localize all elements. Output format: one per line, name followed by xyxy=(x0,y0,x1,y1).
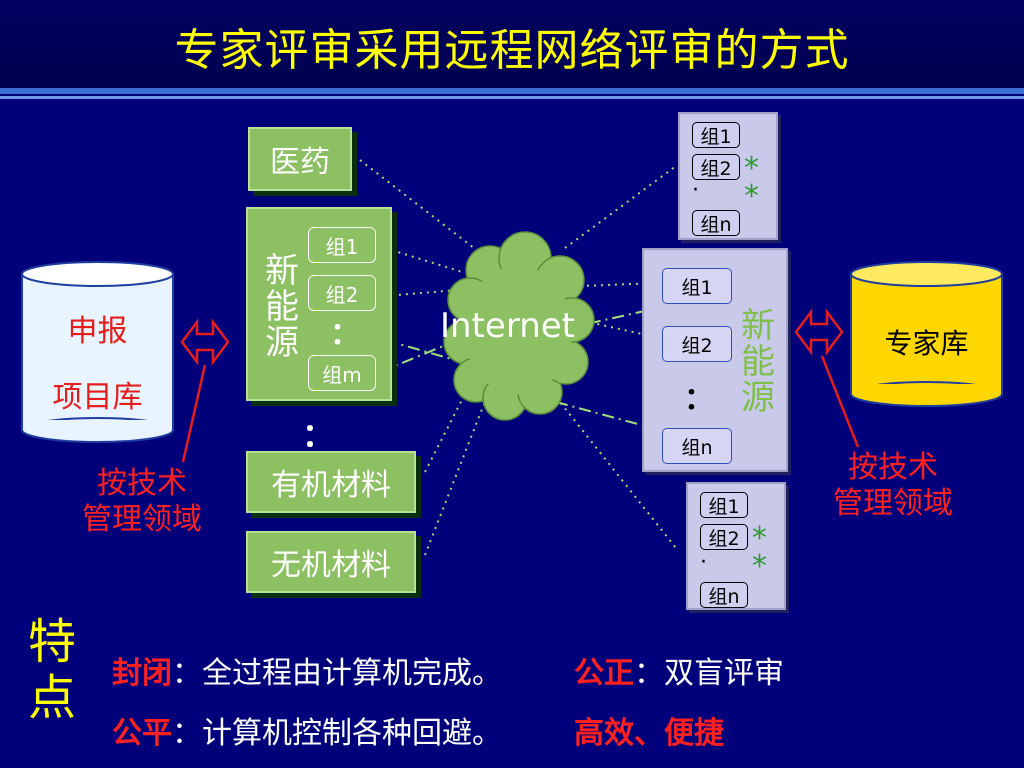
feature-row-1b: 公正：双盲评审 xyxy=(574,648,784,692)
mid-group-ellipsis: ： xyxy=(684,382,714,417)
page-title: 专家评审采用远程网络评审的方式 xyxy=(174,25,850,76)
features-label-c2: 点 xyxy=(28,670,77,726)
title-rule-thin xyxy=(0,96,1024,99)
domain-medicine-label: 医药 xyxy=(270,145,330,180)
ne-group-1: 组1 xyxy=(308,227,376,263)
left-note-line1: 按技术 xyxy=(97,466,187,501)
right-db-label: 专家库 xyxy=(884,327,969,360)
bottom-group-n: 组n xyxy=(700,582,748,608)
top-group-n: 组n xyxy=(692,210,740,236)
left-double-arrow xyxy=(180,318,230,366)
right-note-pointer xyxy=(820,355,860,448)
left-note-pointer xyxy=(181,364,207,463)
bottom-star-2: * xyxy=(752,549,767,584)
right-double-arrow xyxy=(794,308,844,356)
feature-efficient-key: 高效、便捷 xyxy=(574,716,724,751)
ne-group-ellipsis: ： xyxy=(330,317,360,352)
left-db-label: 申报 项目库 xyxy=(22,306,173,416)
link-ne-gm-b xyxy=(379,339,459,373)
mid-vertical-label: 新 能 源 xyxy=(738,308,778,416)
new-energy-c3: 源 xyxy=(265,323,299,363)
domain-organic-label: 有机材料 xyxy=(271,468,391,503)
feature-colon-1: ： xyxy=(172,656,202,691)
mid-c2: 能 xyxy=(741,342,775,382)
bottom-group-2: 组2 xyxy=(700,524,748,550)
mid-group-n: 组n xyxy=(662,428,732,464)
features-label: 特 点 xyxy=(28,614,76,726)
feature-equal-value: 计算机控制各种回避。 xyxy=(202,716,502,751)
bottom-dot: · xyxy=(700,550,707,575)
right-note-line2: 管理领域 xyxy=(833,486,953,521)
top-star-2: * xyxy=(744,179,759,214)
features-label-c1: 特 xyxy=(28,614,77,670)
left-note-line2: 管理领域 xyxy=(82,502,202,537)
feature-row-2: 公平：计算机控制各种回避。 xyxy=(112,708,502,752)
link-bottom-experts xyxy=(551,391,677,549)
ne-group-2: 组2 xyxy=(308,275,376,311)
feature-colon-3: ： xyxy=(172,716,202,751)
domain-medicine: 医药 xyxy=(248,127,352,191)
new-energy-c1: 新 xyxy=(265,251,299,291)
left-db-line2: 项目库 xyxy=(52,380,143,415)
right-note-line1: 按技术 xyxy=(848,450,938,485)
ne-group-m: 组m xyxy=(308,355,376,391)
feature-closed-value: 全过程由计算机完成。 xyxy=(202,656,502,691)
new-energy-c2: 能 xyxy=(265,287,299,327)
mid-c1: 新 xyxy=(741,306,775,346)
link-mid-gn-a xyxy=(541,307,659,335)
link-ne-g2 xyxy=(384,289,459,297)
title-bar xyxy=(0,0,1024,88)
link-ne-g1 xyxy=(384,247,463,273)
domain-list-ellipsis: ： xyxy=(302,416,335,454)
title-rule xyxy=(0,88,1024,94)
new-energy-vertical-label: 新 能 源 xyxy=(262,253,302,361)
top-group-1: 组1 xyxy=(692,122,740,148)
link-organic xyxy=(424,387,469,473)
left-db-line1: 申报 xyxy=(67,314,128,349)
expert-set-bottom: 组1 组2 · 组n * * xyxy=(686,482,786,610)
feature-equal-key: 公平 xyxy=(112,716,172,751)
domain-new-energy: 新 能 源 组1 组2 ： 组m xyxy=(246,207,392,401)
left-note: 按技术 管理领域 xyxy=(62,466,222,538)
domain-organic: 有机材料 xyxy=(246,451,416,513)
link-top-experts xyxy=(564,165,677,249)
feature-fair-value: 双盲评审 xyxy=(664,656,784,691)
feature-row-1: 封闭：全过程由计算机完成。 xyxy=(112,648,502,692)
mid-group-1: 组1 xyxy=(662,268,732,304)
expert-set-top: 组1 组2 · 组n * * xyxy=(678,112,778,240)
top-dot: · xyxy=(692,178,699,203)
domain-inorganic-label: 无机材料 xyxy=(271,548,391,583)
bottom-group-1: 组1 xyxy=(700,492,748,518)
feature-colon-2: ： xyxy=(634,656,664,691)
feature-fair-key: 公正 xyxy=(574,656,634,691)
mid-group-2: 组2 xyxy=(662,326,732,362)
left-db-cylinder xyxy=(21,261,174,443)
bottom-star-1: * xyxy=(752,521,767,556)
top-star-1: * xyxy=(744,151,759,186)
domain-inorganic: 无机材料 xyxy=(246,531,416,593)
link-inorganic xyxy=(424,403,485,556)
right-note: 按技术 管理领域 xyxy=(813,450,973,522)
internet-label: Internet xyxy=(440,306,576,346)
link-ne-gm-a xyxy=(384,339,463,363)
feature-row-2b: 高效、便捷 xyxy=(574,708,724,752)
expert-set-new-energy: 组1 组2 ： 组n 新 能 源 xyxy=(642,248,788,472)
mid-c3: 源 xyxy=(741,378,775,418)
right-db-cylinder xyxy=(850,261,1003,407)
feature-closed-key: 封闭 xyxy=(112,656,172,691)
top-group-2: 组2 xyxy=(692,154,740,180)
